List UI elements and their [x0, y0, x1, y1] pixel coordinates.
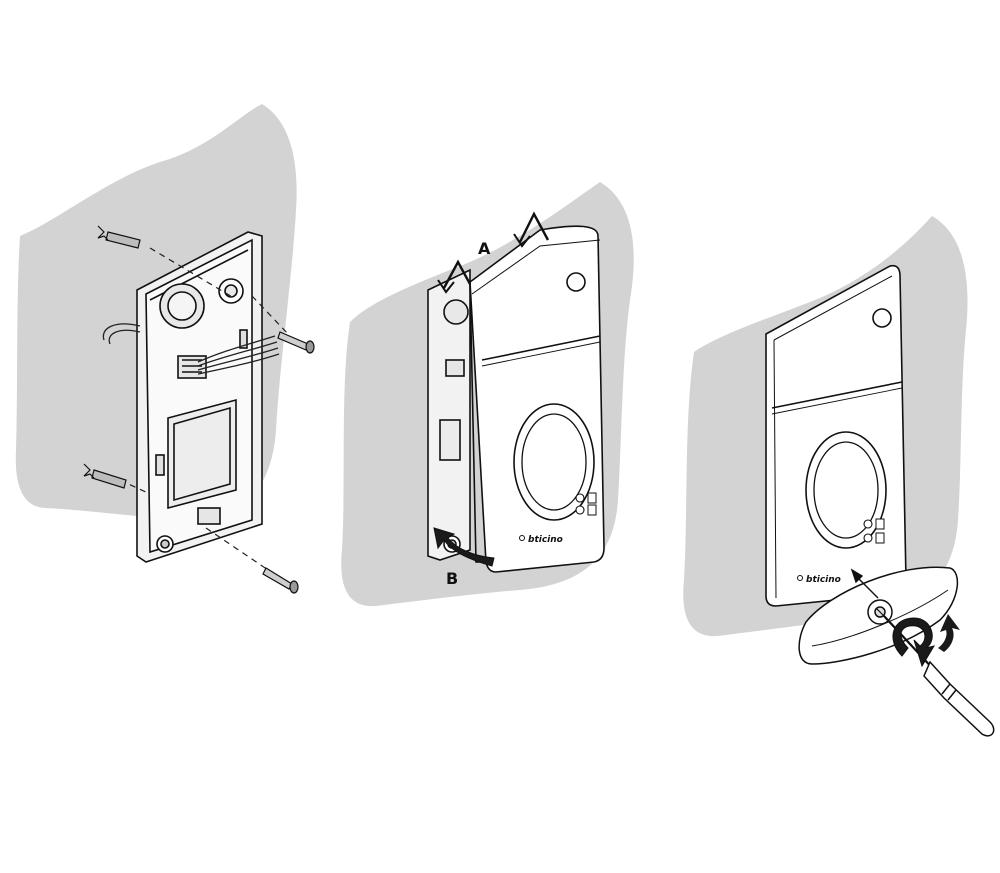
insert-arrow: [850, 568, 879, 599]
screw-icon: [262, 567, 299, 594]
lift-arrow-left: [437, 259, 472, 294]
wall-plate-behind: [427, 268, 471, 561]
bottom-detail-callout: [798, 566, 959, 665]
brand-logo-installed: bticino: [806, 575, 841, 585]
step-3-fix-screw: bticino: [683, 216, 995, 737]
brand-logo: bticino: [528, 535, 563, 545]
cable-bundle: [102, 323, 280, 375]
wall-plug-icon: [97, 225, 141, 249]
curved-arrow-icon: [892, 614, 960, 668]
label-b: B: [446, 569, 458, 588]
label-a: A: [478, 239, 491, 258]
lift-arrow-right: [513, 211, 550, 248]
step-1-wall-plate: [15, 104, 315, 594]
curved-arrow-icon: [433, 527, 495, 567]
wall-plug-icon: [83, 463, 127, 489]
step-2-mount-device: bticino A B: [341, 182, 634, 607]
wall-plate: [136, 231, 263, 563]
handset-device-installed: [765, 264, 907, 607]
screwdriver-icon: [883, 615, 995, 737]
screw-icon: [277, 331, 315, 354]
handset-device-front: [469, 225, 605, 573]
